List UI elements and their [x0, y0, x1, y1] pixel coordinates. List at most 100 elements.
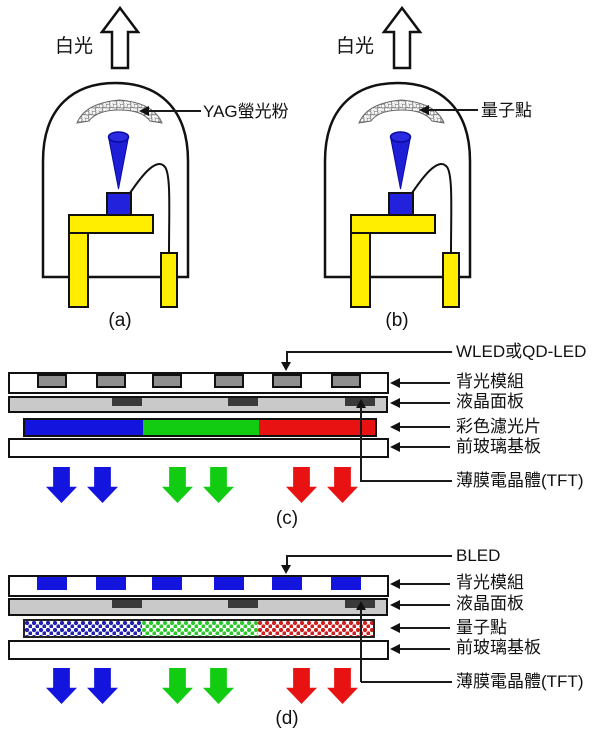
wled-chip: [96, 374, 126, 388]
green-light-arrow-icon: [162, 467, 193, 503]
backlight-module-layer-d: [8, 575, 389, 597]
led-chip: [106, 192, 132, 216]
quantum-dot-film-layer: [23, 619, 375, 638]
wled-chip: [331, 374, 361, 388]
leader-line: [400, 648, 450, 650]
bond-wire: [127, 163, 171, 254]
leader-line: [400, 604, 450, 606]
cone-top: [107, 131, 130, 143]
leader-arrowhead-icon: [390, 422, 400, 432]
lcd-panel-label-c: 液晶面板: [456, 392, 524, 411]
tft-label-c: 薄膜電晶體(TFT): [456, 471, 584, 490]
front-glass-label-d: 前玻璃基板: [456, 638, 541, 657]
backlight-module-label-c: 背光模組: [456, 372, 524, 391]
tft-label-d: 薄膜電晶體(TFT): [456, 672, 584, 691]
leader-line: [287, 351, 452, 353]
leader-line: [360, 609, 362, 682]
caption-d: (d): [275, 708, 299, 729]
red-light-arrow-icon: [286, 467, 317, 503]
white-light-label-a: 白光: [55, 36, 94, 57]
leader-line: [148, 110, 201, 112]
blue-qd-segment: [25, 621, 142, 636]
phosphor-layer: [76, 99, 163, 124]
leader-arrowhead-icon: [419, 105, 429, 115]
green-light-arrow-icon: [203, 668, 234, 704]
caption-c: (c): [275, 508, 299, 529]
tft-block: [112, 398, 142, 406]
lcd-panel-layer-c: [8, 396, 388, 413]
blue-light-arrow-icon: [87, 467, 118, 503]
backlight-module-layer-c: [8, 372, 389, 394]
blue-filter-segment: [25, 420, 143, 435]
leader-line: [286, 351, 288, 364]
leader-arrowhead-icon: [390, 579, 400, 589]
leader-line: [360, 407, 362, 482]
color-filter-label: 彩色濾光片: [456, 417, 541, 436]
lead-frame-right-leg: [442, 252, 460, 308]
red-light-arrow-icon: [286, 668, 317, 704]
leader-line: [400, 382, 450, 384]
green-qd-segment: [142, 621, 258, 636]
red-light-arrow-icon: [327, 467, 358, 503]
tft-block: [112, 600, 142, 608]
red-qd-segment: [258, 621, 373, 636]
bulb-dome: [41, 81, 190, 279]
lcd-panel-layer-d: [8, 598, 388, 616]
yag-phosphor-label: YAG螢光粉: [203, 102, 289, 121]
leader-line: [286, 555, 288, 567]
wled-chip: [214, 374, 244, 388]
leader-line: [400, 426, 450, 428]
leader-arrowhead-icon: [390, 600, 400, 610]
red-filter-segment: [259, 420, 375, 435]
leader-arrowhead-icon: [390, 398, 400, 408]
leader-arrowhead-icon: [390, 644, 400, 654]
white-light-arrow-icon: [99, 5, 141, 70]
backlight-module-label-d: 背光模組: [456, 573, 524, 592]
front-glass-label-c: 前玻璃基板: [456, 437, 541, 456]
leader-line: [287, 555, 452, 557]
lead-frame-bar: [68, 214, 154, 234]
leader-arrowhead-icon: [390, 442, 400, 452]
blue-light-arrow-icon: [87, 668, 118, 704]
leader-arrowhead-icon: [281, 362, 291, 371]
lead-frame-right-leg: [160, 252, 178, 308]
led-bulb-diagram-b: [323, 5, 472, 308]
quantum-dot-layer-label: 量子點: [456, 618, 507, 637]
leader-arrowhead-icon: [356, 399, 366, 408]
wled-chip: [152, 374, 182, 388]
bulb-dome: [323, 81, 472, 279]
leader-line: [400, 583, 450, 585]
bled-chip: [152, 577, 182, 590]
leader-line: [361, 480, 452, 482]
bond-wire: [409, 163, 453, 254]
leader-line: [400, 446, 450, 448]
led-chip: [388, 192, 414, 216]
bled-chip: [331, 577, 361, 590]
lcd-panel-label-d: 液晶面板: [456, 594, 524, 613]
wled-qdled-label: WLED或QD-LED: [456, 342, 587, 361]
bled-label: BLED: [456, 546, 501, 565]
bled-chip: [37, 577, 67, 590]
leader-line: [428, 109, 478, 111]
blue-light-arrow-icon: [46, 668, 77, 704]
leader-arrowhead-icon: [281, 565, 291, 574]
quantum-dot-label: 量子點: [481, 101, 532, 120]
leader-line: [400, 402, 450, 404]
leader-line: [400, 627, 450, 629]
red-light-arrow-icon: [327, 668, 358, 704]
wled-chip: [272, 374, 302, 388]
leader-arrowhead-icon: [356, 601, 366, 610]
leader-line: [361, 681, 452, 683]
cone-top: [389, 131, 412, 143]
lead-frame-bar: [350, 214, 436, 234]
caption-a: (a): [108, 310, 132, 331]
front-glass-layer-c: [8, 438, 389, 458]
green-filter-segment: [143, 420, 259, 435]
tft-block: [228, 600, 258, 608]
bled-chip: [272, 577, 302, 590]
leader-arrowhead-icon: [390, 378, 400, 388]
green-light-arrow-icon: [162, 668, 193, 704]
green-light-arrow-icon: [203, 467, 234, 503]
bled-chip: [96, 577, 126, 590]
